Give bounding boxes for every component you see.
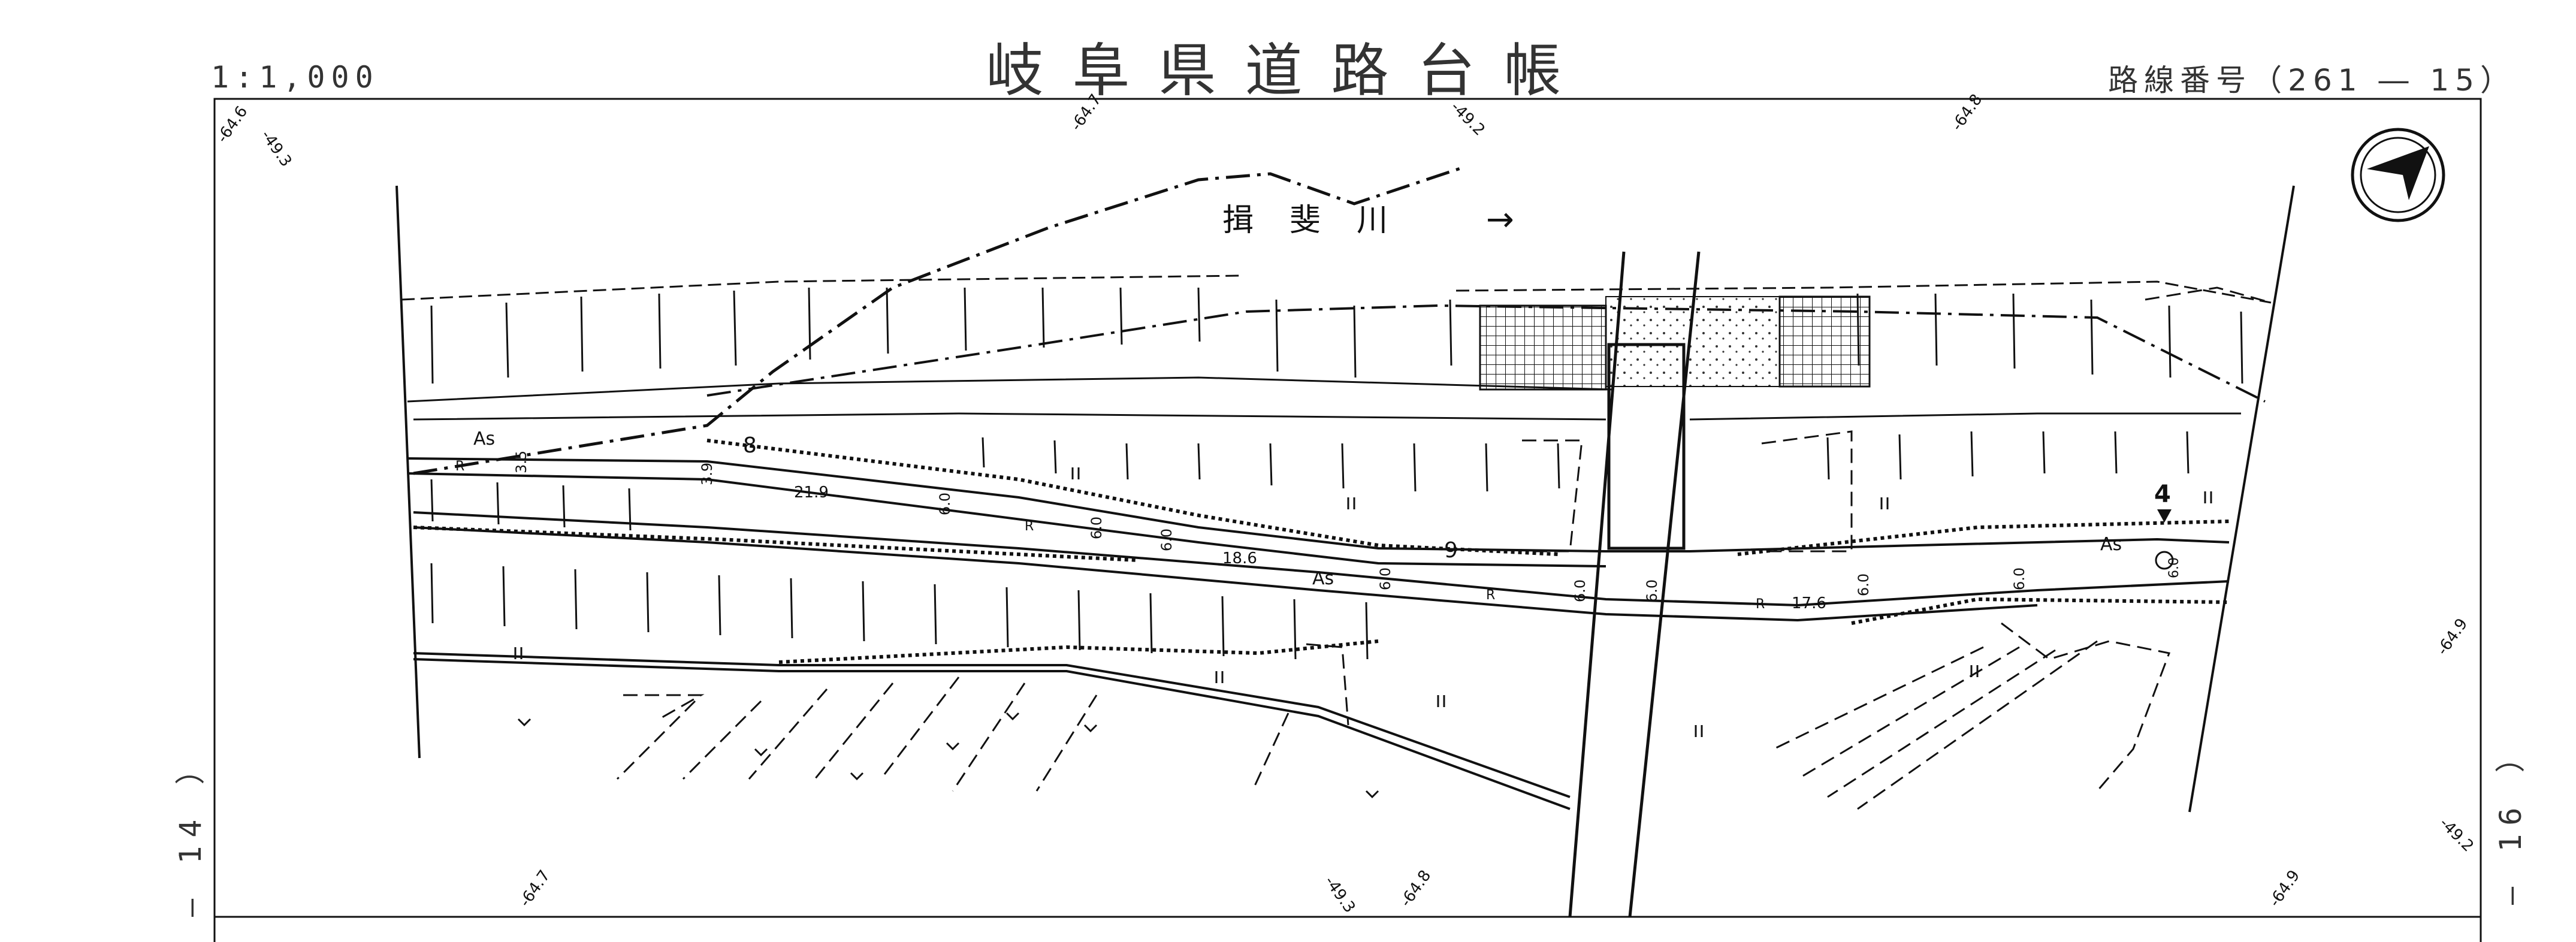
width-label: 6.0	[1572, 579, 1589, 602]
slope-hachures-middle	[430, 431, 2190, 660]
scalloped-edges	[413, 439, 2230, 664]
north-arrow-icon	[2351, 128, 2445, 222]
bridge	[1568, 251, 1701, 917]
route-number: 路線番号（261 ― 15）	[2108, 63, 2516, 98]
sheet-boundary	[395, 185, 2295, 813]
grid-tick: -64.9	[2433, 615, 2471, 659]
grid-tick: -64.6	[213, 103, 251, 146]
grid-tick: -49.3	[257, 127, 295, 170]
grid-tick: -64.8	[1948, 91, 1986, 134]
width-label: 6.0	[1377, 567, 1394, 590]
station-label: 4	[2154, 481, 2171, 508]
station-label: 8	[743, 433, 757, 458]
sheet-title: 岐阜県道路台帳	[986, 37, 1590, 104]
width-label: 6.0	[1855, 573, 1872, 596]
grid-ticks-right: -64.9 -49.2	[2433, 615, 2477, 856]
surface-label: As	[473, 428, 495, 449]
width-label: 21.9	[794, 484, 829, 502]
surface-label: As	[2100, 534, 2122, 555]
grid-tick: -49.2	[2436, 814, 2477, 856]
grid-tick: -49.2	[1447, 98, 1488, 140]
width-label: 6.0	[2011, 567, 2028, 590]
width-label: 6.0	[1158, 529, 1175, 551]
station-marker-icon	[2155, 509, 2174, 570]
levee-lines	[401, 274, 2272, 421]
map-frame	[213, 98, 2482, 942]
grid-tick: -64.9	[2266, 867, 2303, 910]
surface-label: As	[1312, 568, 1334, 589]
curb-label: R	[1756, 597, 1765, 612]
grid-tick: -64.7	[516, 867, 554, 910]
grid-ticks-top: -64.6 -49.3 -64.7 -49.2 -64.8	[213, 91, 1986, 170]
width-label: 6.0	[1088, 517, 1105, 539]
grid-tick: -49.3	[1321, 873, 1358, 916]
width-label: 18.6	[1222, 550, 1257, 567]
road-edges	[407, 457, 2230, 810]
vegetation-symbols	[514, 467, 2212, 799]
river-flow-arrow: →	[1486, 200, 1514, 239]
grid-tick: -64.7	[1067, 91, 1105, 134]
width-label: 6.0	[937, 493, 953, 515]
grid-tick: -64.8	[1397, 867, 1435, 910]
grid-ticks-bottom: -64.7 -49.3 -64.8 -64.9	[516, 867, 2303, 916]
curb-label: R	[1025, 519, 1034, 534]
width-dimensions: 3.5 3.9 21.9 6.0 6.0 6.0 18.6 6.0 6.0 6.…	[513, 451, 2182, 612]
slope-hachures-top	[430, 287, 2243, 384]
station-label: 9	[1444, 538, 1458, 563]
width-label: 6.0	[1644, 579, 1660, 602]
lower-dashed-slopes	[616, 286, 2272, 810]
revetment-grid-area-2	[1778, 295, 1871, 388]
width-label: 3.9	[699, 463, 715, 485]
map-scale: 1:1,000	[211, 60, 379, 95]
river-name: 揖斐川	[1222, 203, 1424, 238]
width-label: 17.6	[1792, 594, 1826, 612]
curb-label: R	[455, 459, 464, 474]
curb-label: R	[1486, 588, 1495, 603]
revetment-grid-area	[1479, 304, 1607, 391]
width-label: 3.5	[513, 451, 530, 473]
river-boundary	[413, 166, 1463, 475]
width-label: 6.0	[2167, 557, 2182, 578]
